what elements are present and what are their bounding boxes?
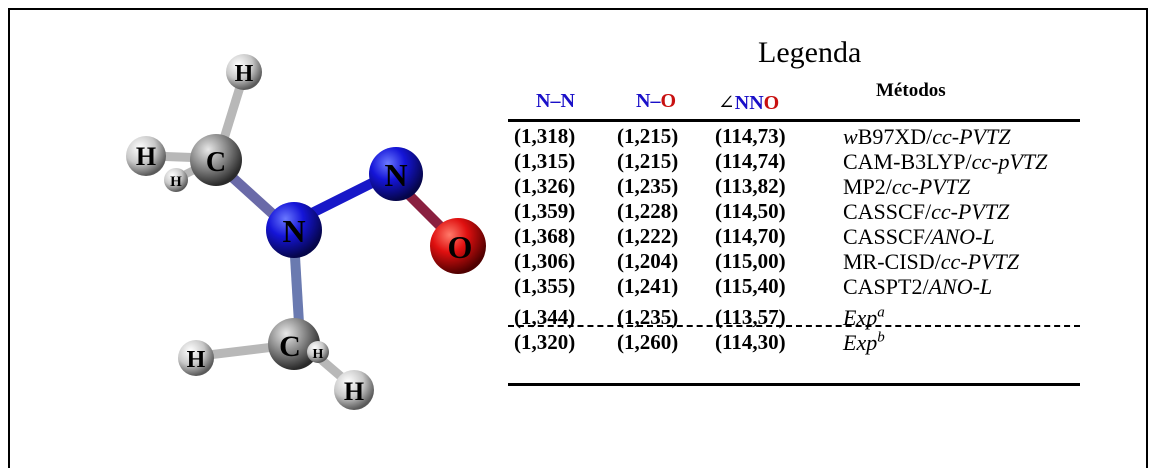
cell-no: (1,228) — [617, 199, 679, 223]
cell-method: MR-CISD/cc-PVTZ — [843, 249, 1047, 274]
exp-label: Exp — [843, 330, 878, 355]
cell-no: (1,215) — [617, 149, 679, 173]
cell-angle: (114,50) — [715, 199, 786, 223]
legend-title: Legenda — [758, 36, 862, 69]
table-bottom-rule — [508, 383, 1080, 386]
atom-h-bottom-left: H — [178, 340, 214, 376]
header-nn: N–N — [536, 90, 575, 112]
method-name: B97XD/ — [857, 124, 933, 149]
cell-angle: (114,70) — [715, 224, 786, 248]
cell-no: (1,204) — [617, 249, 679, 273]
cell-method: wB97XD/cc-PVTZ — [843, 124, 1047, 149]
atom-label: H — [187, 347, 206, 373]
atom-c-top: C — [190, 134, 242, 186]
method-basis: /ANO-L — [924, 224, 995, 249]
atom-n-center: N — [266, 202, 322, 258]
header-no-o: O — [660, 90, 677, 112]
table-row: (1,355) (1,241) (115,40) CASPT2/ANO-L — [510, 274, 1047, 299]
cell-nn: (1,368) — [514, 224, 576, 248]
atom-h-bottom-right: H — [334, 370, 374, 410]
table-row: (1,368) (1,222) (114,70) CASSCF/ANO-L — [510, 224, 1047, 249]
table-row: (1,315) (1,215) (114,74) CAM-B3LYP/cc-pV… — [510, 149, 1047, 174]
method-name: CAM-B3LYP/ — [843, 149, 972, 174]
results-table: (1,318) (1,215) (114,73) wB97XD/cc-PVTZ … — [510, 124, 1047, 355]
method-basis: cc-PVTZ — [891, 174, 971, 199]
cell-method: CASSCF/ANO-L — [843, 224, 1047, 249]
cell-nn: (1,306) — [514, 249, 576, 273]
cell-angle: (114,73) — [715, 124, 786, 148]
cell-nn: (1,326) — [514, 174, 576, 198]
header-angle: ∠NNO — [718, 90, 779, 115]
atom-label: H — [344, 377, 364, 406]
method-name: CASSCF/ — [843, 199, 932, 224]
cell-angle: (114,74) — [715, 149, 786, 173]
exp-superscript: a — [877, 304, 885, 321]
cell-nn: (1,315) — [514, 149, 576, 173]
cell-method: MP2/cc-PVTZ — [843, 174, 1047, 199]
molecule-diagram: H H C H N O N H C H H — [126, 54, 486, 410]
figure-frame — [8, 8, 1148, 468]
cell-nn: (1,320) — [514, 330, 576, 354]
cell-method: Expb — [843, 330, 1047, 355]
cell-nn: (1,355) — [514, 274, 576, 298]
cell-no: (1,260) — [617, 330, 679, 354]
table-dashed-rule — [508, 325, 1080, 327]
cell-angle: (115,00) — [715, 249, 786, 273]
table-row: (1,306) (1,204) (115,00) MR-CISD/cc-PVTZ — [510, 249, 1047, 274]
cell-method: CASSCF/cc-PVTZ — [843, 199, 1047, 224]
cell-no: (1,215) — [617, 124, 679, 148]
method-basis: cc-PVTZ — [931, 199, 1010, 224]
header-angle-nn: NN — [734, 92, 764, 114]
method-name: CASPT2/ — [843, 274, 929, 299]
cell-angle: (113,82) — [715, 174, 786, 198]
angle-icon: ∠ — [718, 92, 735, 114]
cell-no: (1,222) — [617, 224, 679, 248]
cell-no: (1,235) — [617, 174, 679, 198]
table-row: (1,318) (1,215) (114,73) wB97XD/cc-PVTZ — [510, 124, 1047, 149]
header-angle-o: O — [763, 92, 780, 114]
cell-angle: (115,40) — [715, 274, 786, 298]
header-methods: Métodos — [876, 80, 946, 101]
header-no-n: N — [636, 90, 651, 112]
atom-label: H — [136, 142, 156, 171]
cell-no: (1,241) — [617, 274, 679, 298]
atom-h-small: H — [164, 168, 188, 192]
atom-label: H — [313, 347, 324, 362]
method-basis: cc-pVTZ — [971, 149, 1048, 174]
method-basis: ANO-L — [928, 274, 993, 299]
table-top-rule — [508, 119, 1080, 122]
method-basis: cc-PVTZ — [932, 124, 1011, 149]
cell-nn: (1,318) — [514, 124, 576, 148]
atom-label: H — [170, 174, 182, 190]
cell-nn: (1,359) — [514, 199, 576, 223]
table-row: (1,359) (1,228) (114,50) CASSCF/cc-PVTZ — [510, 199, 1047, 224]
atom-label: N — [282, 213, 305, 249]
exp-superscript: b — [877, 329, 885, 346]
method-name: MR-CISD/ — [843, 249, 941, 274]
atom-h-left: H — [126, 136, 166, 176]
header-no-dash: – — [650, 90, 661, 112]
method-name: CASSCF — [843, 224, 925, 249]
atom-n-right: N — [369, 147, 423, 201]
atom-o: O — [430, 218, 486, 274]
atom-label: H — [235, 61, 254, 87]
atom-h-bottom-small: H — [307, 341, 329, 363]
atom-label: C — [206, 147, 226, 178]
header-no: N–O — [636, 90, 676, 113]
atom-label: O — [448, 229, 473, 265]
table-row: (1,326) (1,235) (113,82) MP2/cc-PVTZ — [510, 174, 1047, 199]
method-prefix: w — [843, 124, 858, 149]
table-row-exp: (1,320) (1,260) (114,30) Expb — [510, 330, 1047, 355]
cell-angle: (114,30) — [715, 330, 786, 354]
atom-h-top: H — [226, 54, 262, 90]
method-name: MP2/ — [843, 174, 892, 199]
atom-c-bottom: C — [268, 318, 320, 370]
atom-label: C — [279, 330, 301, 363]
cell-method: CASPT2/ANO-L — [843, 274, 1047, 299]
method-basis: cc-PVTZ — [940, 249, 1019, 274]
atom-label: N — [384, 157, 407, 193]
cell-method: CAM-B3LYP/cc-pVTZ — [843, 149, 1047, 174]
